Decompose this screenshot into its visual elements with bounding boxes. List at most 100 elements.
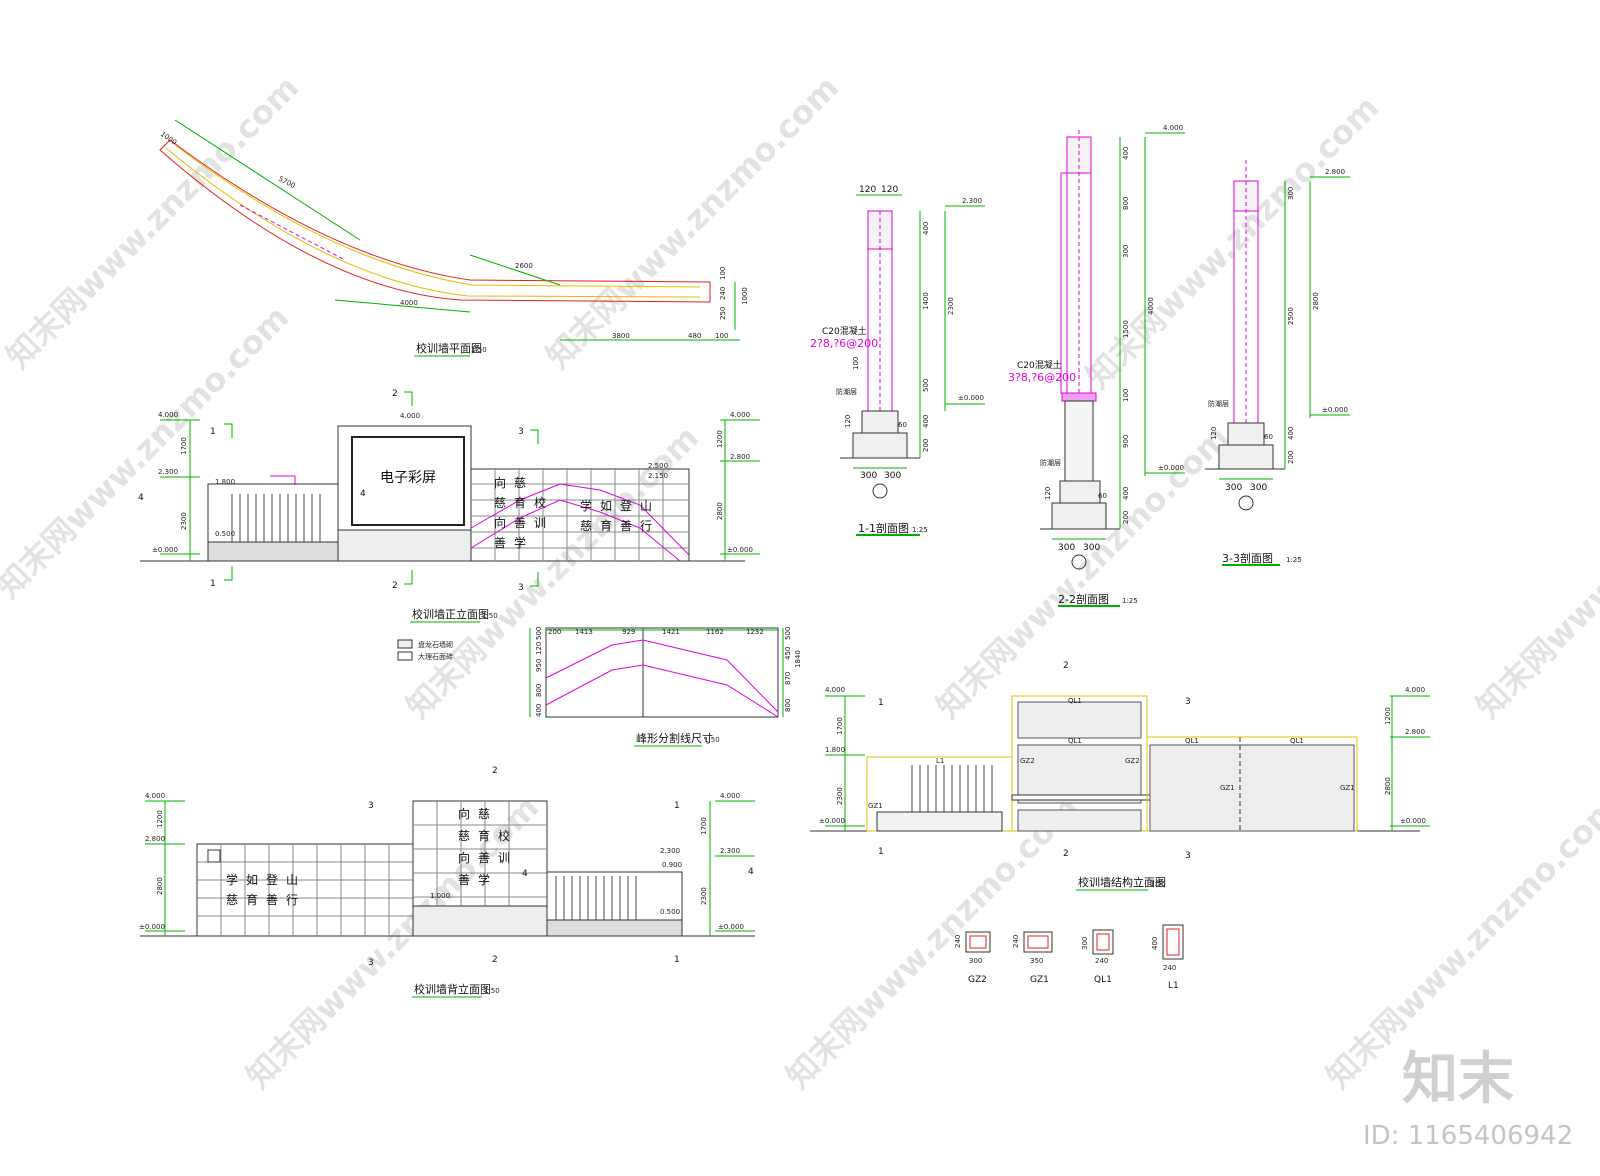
back-title: 校训墙背立面图 <box>414 982 491 996</box>
plan-dim-1000: 1000 <box>159 130 178 147</box>
s33-lev-top: 2.800 <box>1325 168 1345 176</box>
back-dim-2800: 2800 <box>156 877 164 895</box>
s22-lev-zero: ±0.000 <box>1158 464 1184 472</box>
peak-title: 峰形分割线尺寸 <box>636 731 713 745</box>
struct-lev-0: ±0.000 <box>819 817 845 825</box>
back-mark-3: 3 <box>368 801 374 811</box>
s22-dim-6: 900 <box>1122 435 1130 448</box>
peak-left-0: 500 <box>535 627 543 640</box>
plan-dim-250: 250 <box>719 307 727 320</box>
s22-dim-0: 400 <box>1122 147 1130 160</box>
s11-dim-3: 100 <box>852 357 860 370</box>
back-mark-2: 2 <box>492 766 498 776</box>
detail-l1-h: 400 <box>1151 937 1159 950</box>
s22-damp: 防潮层 <box>1040 458 1061 467</box>
back-text-a2: 慈育校 <box>458 828 518 843</box>
front-title: 校训墙正立面图 <box>412 607 489 621</box>
s22-concrete: C20混凝土 <box>1017 359 1062 371</box>
front-lev-2300: 2.300 <box>158 468 178 476</box>
watermark-text: 知末网www.znzmo.com <box>539 68 846 375</box>
plan-dim-3800: 3800 <box>612 332 630 340</box>
s11-scale: 1:25 <box>912 526 928 534</box>
s22-dim-7: 400 <box>1122 487 1130 500</box>
s33-dim-3: 400 <box>1287 427 1295 440</box>
s22-dim-9: 120 <box>1044 487 1052 500</box>
s11-dim-1: 1400 <box>922 292 930 310</box>
struct-ql1-c: QL1 <box>1185 737 1199 745</box>
front-lev-2500: 2.500 <box>648 462 668 470</box>
front-text-b1: 学如登山 <box>580 498 660 513</box>
struct-title: 校训墙结构立面图 <box>1078 875 1166 889</box>
s33-dim-7: 300 <box>1225 483 1242 493</box>
s22-dim-4: 4000 <box>1147 297 1155 315</box>
back-text-a4: 善学 <box>458 872 498 887</box>
s22-lev-top: 4.000 <box>1163 124 1183 132</box>
section-mark-4b: 4 <box>360 489 366 499</box>
front-lev-4000: 4.000 <box>158 411 178 419</box>
back-text-a1: 向慈 <box>458 806 498 821</box>
front-text-a4: 善学 <box>494 535 534 550</box>
struct-ql1-a: QL1 <box>1068 697 1082 705</box>
s22-rebar: 3?8,?6@200 <box>1008 371 1076 384</box>
s33-title: 3-3剖面图 <box>1222 551 1273 565</box>
back-mark-3b: 3 <box>368 958 374 968</box>
member-details: 300 240 GZ2 350 240 GZ1 240 300 QL1 240 … <box>954 924 1184 991</box>
struct-lev-4000: 4.000 <box>825 686 845 694</box>
front-dim-1700: 1700 <box>180 437 188 455</box>
struct-gz2-b: GZ2 <box>1125 757 1140 765</box>
struct-dim-2800: 2800 <box>1384 777 1392 795</box>
s11-dim-6: 200 <box>922 439 930 452</box>
struct-l1: L1 <box>936 757 944 765</box>
section-mark-2b: 2 <box>392 581 398 591</box>
back-text-b2: 慈育善行 <box>226 892 306 907</box>
back-lev-2300: 2.300 <box>660 847 680 855</box>
s22-title: 2-2剖面图 <box>1058 592 1109 606</box>
struct-dim-1700: 1700 <box>836 717 844 735</box>
front-dim-2800: 2800 <box>716 502 724 520</box>
front-lev-4000b: 4.000 <box>400 412 420 420</box>
s11-concrete: C20混凝土 <box>822 325 867 337</box>
back-mark-4b: 4 <box>522 869 528 879</box>
s11-dim-2: 2300 <box>947 297 955 315</box>
struct-dim-1200: 1200 <box>1384 707 1392 725</box>
peak-scale: 1:50 <box>704 736 720 744</box>
back-lev-0900: 0.900 <box>662 861 682 869</box>
struct-mark-2b: 2 <box>1063 849 1069 859</box>
front-scale: 1:50 <box>482 612 498 620</box>
plan-view: 1000 5700 2600 4000 3800 480 100 240 100… <box>159 119 749 357</box>
back-lev-0500: 0.500 <box>660 908 680 916</box>
back-dim-1200: 1200 <box>156 810 164 828</box>
back-lev-4000: 4.000 <box>145 792 165 800</box>
front-text-a2: 慈育校 <box>494 495 554 510</box>
back-text-a3: 向善训 <box>458 850 518 865</box>
detail-ql1-h: 300 <box>1081 937 1089 950</box>
s33-dim-4: 200 <box>1287 451 1295 464</box>
section-mark-3: 3 <box>518 427 524 437</box>
brand-logo: 知末 <box>1402 1047 1514 1112</box>
s22-dim-12: 300 <box>1083 543 1100 553</box>
plan-scale: 1:50 <box>471 346 487 354</box>
plan-dim-2600: 2600 <box>515 262 533 270</box>
peak-right-2: 1840 <box>794 650 802 668</box>
s22-dim-3: 1500 <box>1122 320 1130 338</box>
back-lev-0r: ±0.000 <box>718 923 744 931</box>
detail-ql1-name: QL1 <box>1094 975 1112 985</box>
struct-lev-4000r: 4.000 <box>1405 686 1425 694</box>
peak-top-4: 1162 <box>706 628 724 636</box>
peak-top-5: 1232 <box>746 628 764 636</box>
s11-top-120b: 120 <box>881 185 898 195</box>
s11-dim-5: 400 <box>922 415 930 428</box>
front-lev-2800: 2.800 <box>730 453 750 461</box>
back-mark-1: 1 <box>674 801 680 811</box>
detail-gz2-h: 240 <box>954 935 962 948</box>
s22-dim-5: 100 <box>1122 389 1130 402</box>
struct-gz2-a: GZ2 <box>1020 757 1035 765</box>
s22-dim-1: 800 <box>1122 197 1130 210</box>
plan-dim-4000: 4000 <box>400 299 418 307</box>
back-mark-4: 4 <box>748 867 754 877</box>
s33-scale: 1:25 <box>1286 556 1302 564</box>
s33-dim-0: 300 <box>1287 187 1295 200</box>
back-elevation: 学如登山 慈育善行 向慈 慈育校 向善训 善学 4.000 2.800 ±0.0… <box>139 766 755 998</box>
section-mark-2: 2 <box>392 389 398 399</box>
